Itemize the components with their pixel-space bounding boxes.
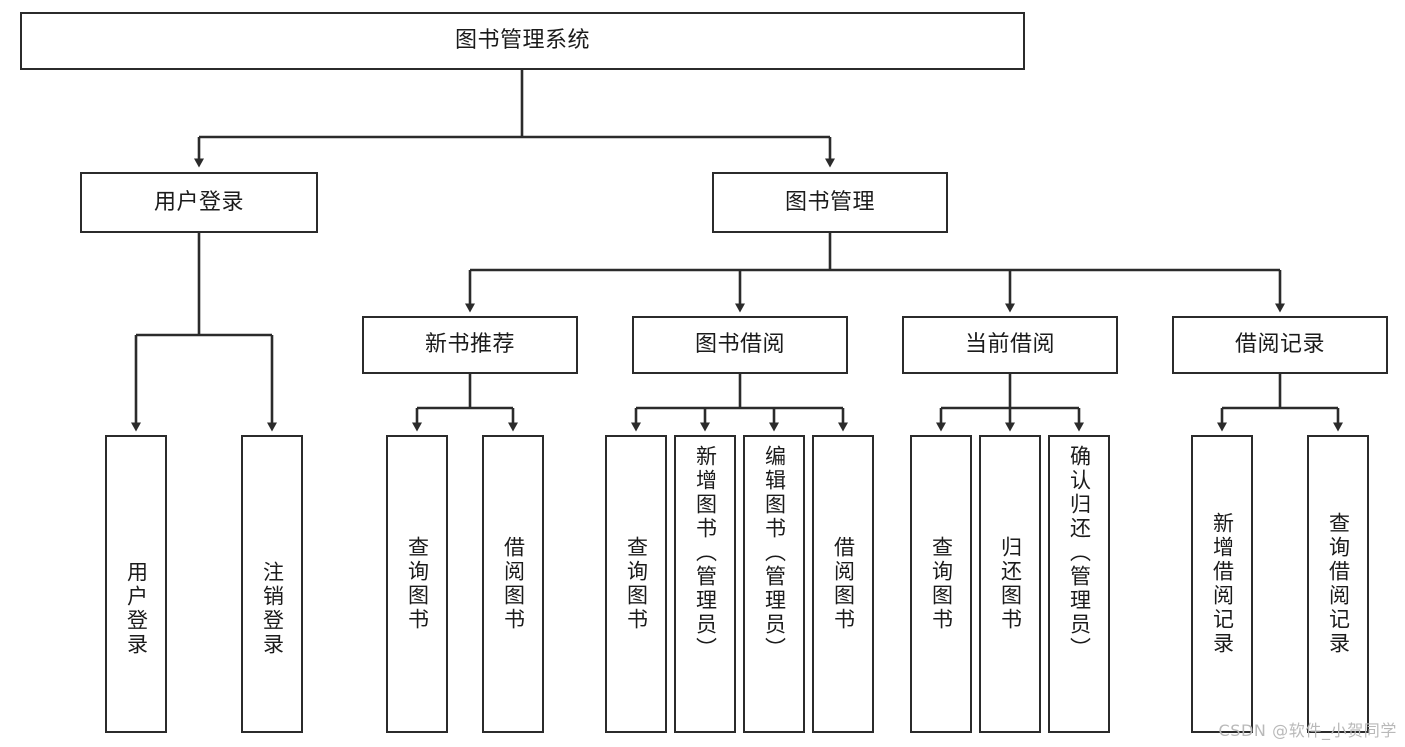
leaf-borrow-query-label: 查询图书 (624, 536, 649, 632)
leaf-current-confirm-return[interactable]: 确认归还（管理员） (1048, 435, 1110, 733)
node-user-login[interactable]: 用户登录 (80, 172, 318, 233)
node-root-label: 图书管理系统 (454, 28, 590, 54)
leaf-newbook-query[interactable]: 查询图书 (386, 435, 448, 733)
node-current-borrow[interactable]: 当前借阅 (902, 316, 1118, 374)
leaf-record-add-label: 新增借阅记录 (1210, 512, 1235, 656)
leaf-newbook-query-label: 查询图书 (405, 536, 430, 632)
leaf-current-query[interactable]: 查询图书 (910, 435, 972, 733)
leaf-borrow-add-book-label: 新增图书（管理员） (693, 445, 718, 661)
leaf-user-login[interactable]: 用户登录 (105, 435, 167, 733)
leaf-borrow-borrow-book[interactable]: 借阅图书 (812, 435, 874, 733)
leaf-record-query-label: 查询借阅记录 (1326, 512, 1351, 656)
node-book-manage[interactable]: 图书管理 (712, 172, 948, 233)
leaf-borrow-add-book[interactable]: 新增图书（管理员） (674, 435, 736, 733)
leaf-newbook-borrow-label: 借阅图书 (501, 536, 526, 632)
leaf-current-return-label: 归还图书 (998, 536, 1023, 632)
node-new-book-recommend-label: 新书推荐 (424, 332, 515, 358)
leaf-current-return[interactable]: 归还图书 (979, 435, 1041, 733)
leaf-borrow-borrow-book-label: 借阅图书 (831, 536, 856, 632)
node-borrow-record-label: 借阅记录 (1234, 332, 1325, 358)
node-current-borrow-label: 当前借阅 (964, 332, 1055, 358)
node-user-login-label: 用户登录 (153, 189, 244, 215)
node-book-borrow[interactable]: 图书借阅 (632, 316, 848, 374)
node-book-borrow-label: 图书借阅 (694, 332, 785, 358)
node-book-manage-label: 图书管理 (784, 189, 875, 215)
leaf-user-logout[interactable]: 注销登录 (241, 435, 303, 733)
csdn-watermark: CSDN @软件_小贺同学 (1218, 721, 1397, 740)
node-new-book-recommend[interactable]: 新书推荐 (362, 316, 578, 374)
leaf-current-query-label: 查询图书 (929, 536, 954, 632)
leaf-borrow-edit-book[interactable]: 编辑图书（管理员） (743, 435, 805, 733)
node-root[interactable]: 图书管理系统 (20, 12, 1025, 70)
leaf-user-logout-label: 注销登录 (260, 561, 285, 657)
leaf-current-confirm-return-label: 确认归还（管理员） (1067, 445, 1092, 661)
leaf-newbook-borrow[interactable]: 借阅图书 (482, 435, 544, 733)
leaf-record-add[interactable]: 新增借阅记录 (1191, 435, 1253, 733)
leaf-user-login-label: 用户登录 (124, 561, 149, 657)
leaf-borrow-edit-book-label: 编辑图书（管理员） (762, 445, 787, 661)
node-borrow-record[interactable]: 借阅记录 (1172, 316, 1388, 374)
leaf-borrow-query[interactable]: 查询图书 (605, 435, 667, 733)
leaf-record-query[interactable]: 查询借阅记录 (1307, 435, 1369, 733)
